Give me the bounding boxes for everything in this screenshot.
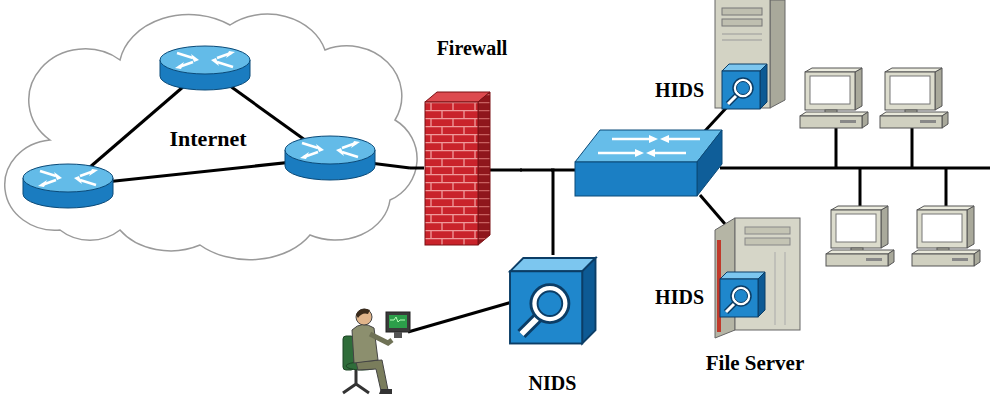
network-switch [635,149,644,157]
administrator-figure [352,324,378,363]
network-wire [945,168,948,208]
workstations [800,68,980,266]
node-label: HIDS [640,78,704,102]
file-server-tower [720,272,765,317]
node-label: NIDS [505,371,600,395]
administrator-figure [356,360,388,391]
administrator-figure [394,332,402,338]
node-label: Internet [140,127,276,151]
network-wire [911,127,914,168]
server-tower [722,34,762,35]
network-link [520,170,553,255]
network-switch [697,130,722,196]
server-tower [722,40,762,41]
hids-sensor: HIDS [640,62,775,112]
network-wire [408,106,990,332]
file-server-tower [715,218,800,338]
administrator-figure [356,309,372,325]
network-wire [551,169,577,172]
node-label: HIDS [640,285,704,309]
hids-sensor: HIDS [640,274,775,324]
network-switch [598,152,636,155]
administrator-figure [343,309,410,394]
firewall: Firewall [424,32,520,248]
server-tower [715,0,770,108]
nids-appliance [510,258,596,344]
network-wire [704,106,728,132]
workstations [912,206,980,266]
network-switch [649,135,658,143]
administrator-figure [390,317,405,322]
network-switch [646,149,655,157]
network-wire [408,302,512,332]
nids-appliance [510,258,596,344]
file-server-tower [745,238,790,245]
router-symbol [23,164,113,208]
network-wire [488,169,522,172]
network-switch [575,130,722,196]
server-tower [722,64,767,109]
internet-cloud: Internet [0,5,410,277]
firewall-wall [425,92,490,245]
network-wire [700,195,725,224]
firewall-wall [425,102,478,245]
network-switch [635,135,669,157]
network-switch [612,138,650,141]
server-tower [770,0,785,108]
server-tower [722,19,762,26]
node-label: File Server [700,351,810,375]
network-wire [859,168,862,208]
network-switch [575,162,697,196]
network-switch [654,152,686,155]
network-wire [835,127,838,168]
file-server-tower [785,252,786,325]
nids-sensor: NIDS [505,255,600,400]
administrator-figure [356,309,370,318]
administrator-figure [379,389,392,394]
administrator-figure [370,334,392,343]
router-symbol [160,46,250,90]
network-switch [660,135,669,143]
firewall-wall [478,92,490,245]
file-server-tower [745,227,790,234]
network-switch [668,138,700,141]
file-server-tower [775,252,776,325]
workstations [826,206,894,266]
cloud-outline [5,14,417,260]
file-server: File Server HIDS [635,215,810,385]
workstations [800,68,868,128]
server-tower [722,8,762,15]
administrator-figure [386,312,410,332]
network-wire [720,167,990,170]
workstations [880,68,948,128]
router-symbol [285,136,375,180]
administrator-figure [389,315,407,328]
node-label: Firewall [424,36,520,60]
server-tower [715,0,785,109]
network-link [410,167,424,170]
network-switch [575,130,722,162]
